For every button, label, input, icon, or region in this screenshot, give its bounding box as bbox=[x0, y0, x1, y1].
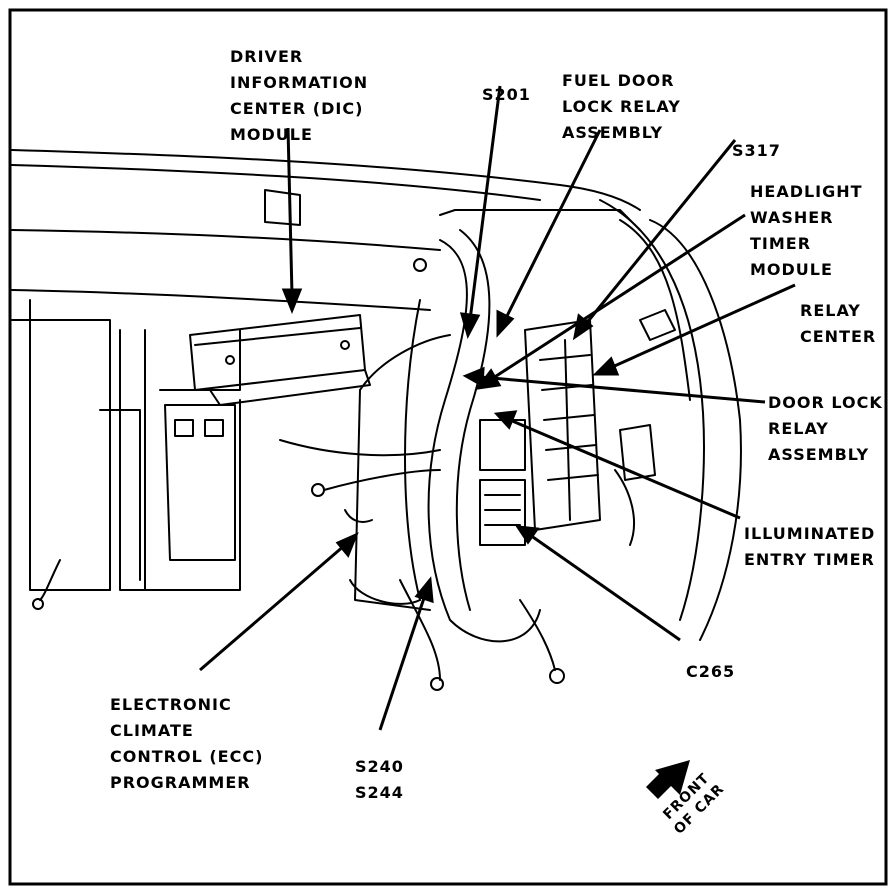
label-s317: S317 bbox=[732, 141, 781, 160]
leader-arrows bbox=[199, 85, 796, 731]
vehicle-illustration bbox=[11, 149, 742, 691]
front-arrow-icon bbox=[646, 760, 690, 799]
diagram-border bbox=[8, 8, 888, 886]
label-c265: C265 bbox=[686, 662, 736, 681]
label-s201: S201 bbox=[482, 85, 531, 104]
